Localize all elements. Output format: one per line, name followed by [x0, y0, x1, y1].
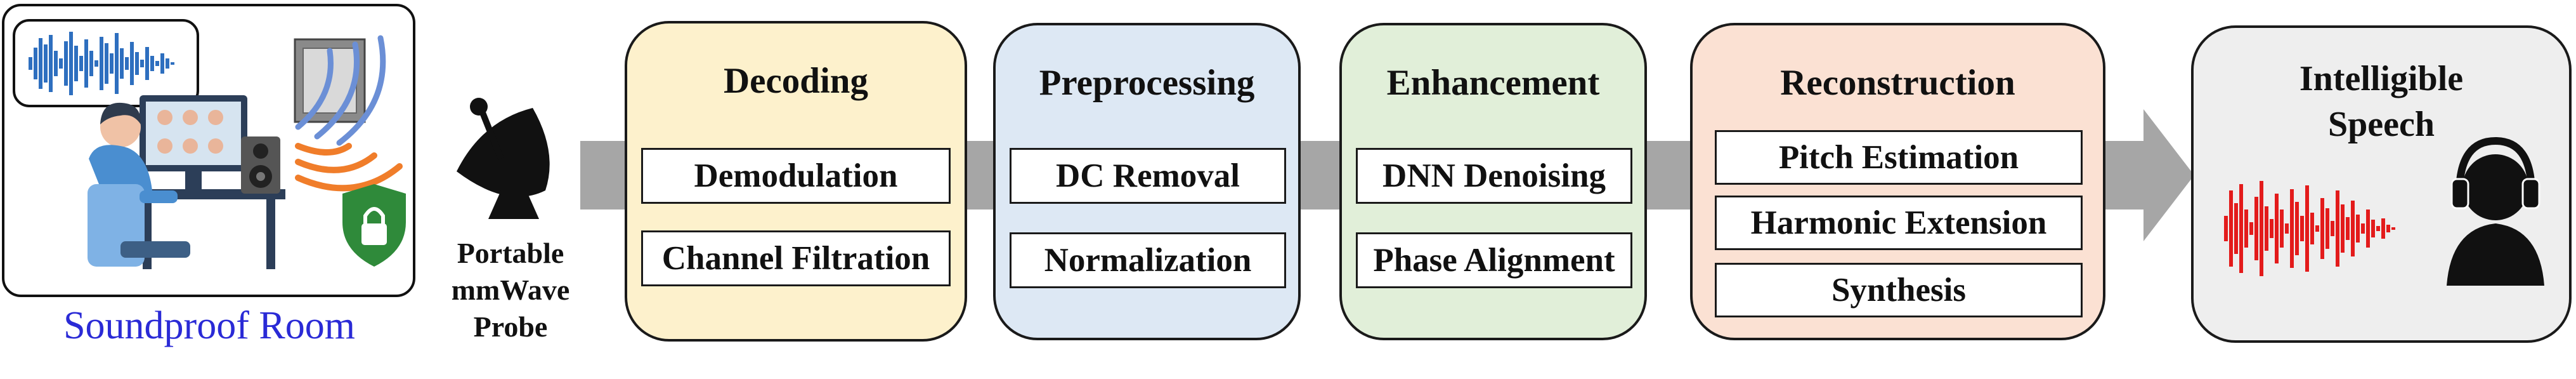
probe-label-line-2: mmWave	[451, 274, 570, 306]
headphones-listener-icon	[2447, 136, 2544, 286]
satellite-dish-icon	[457, 98, 550, 219]
step-synthesis: Synthesis	[1715, 263, 2083, 317]
waveform-icon	[13, 19, 207, 130]
soundproof-room-label: Soundproof Room	[63, 304, 355, 347]
stage-enhancement: Enhancement DNN Denoising Phase Alignmen…	[1339, 23, 1647, 340]
step-dc-removal: DC Removal	[1010, 148, 1286, 204]
step-normalization: Normalization	[1010, 232, 1286, 288]
step-dnn-denoising: DNN Denoising	[1356, 148, 1632, 204]
stage-title: Preprocessing	[1039, 63, 1255, 103]
stage-title: Decoding	[724, 61, 868, 101]
probe-label-line-1: Portable	[457, 237, 564, 269]
probe-label-line-3: Probe	[473, 310, 548, 343]
sound-waves-icon	[295, 35, 403, 192]
stage-title: Enhancement	[1386, 63, 1600, 103]
output-title: Intelligible Speech	[2194, 56, 2569, 147]
speaker-icon	[241, 136, 280, 194]
step-phase-alignment: Phase Alignment	[1356, 232, 1632, 288]
stage-title: Reconstruction	[1780, 63, 2015, 103]
stage-decoding: Decoding Demodulation Channel Filtration	[625, 21, 967, 342]
step-channel-filtration: Channel Filtration	[641, 230, 951, 286]
waveform-icon	[2224, 181, 2395, 276]
stage-reconstruction: Reconstruction Pitch Estimation Harmonic…	[1690, 23, 2105, 340]
shield-lock-icon	[342, 184, 406, 267]
probe-label: Portable mmWave Probe	[438, 235, 583, 345]
step-pitch-estimation: Pitch Estimation	[1715, 130, 2083, 185]
person-at-computer-icon	[88, 95, 285, 269]
step-demodulation: Demodulation	[641, 148, 951, 204]
soundproof-room-panel	[2, 4, 415, 297]
output-title-line-1: Intelligible	[2299, 59, 2464, 98]
output-title-line-2: Speech	[2328, 105, 2435, 144]
step-harmonic-extension: Harmonic Extension	[1715, 196, 2083, 250]
stage-preprocessing: Preprocessing DC Removal Normalization	[993, 23, 1301, 340]
